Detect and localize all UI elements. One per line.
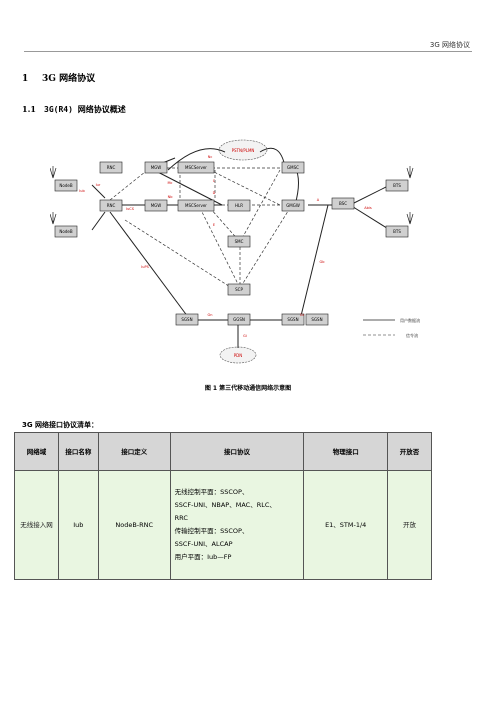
node-bts1: BTS (385, 179, 409, 192)
node-mscserver1: MSCServer (177, 161, 215, 174)
page-header: 3G 网络协议 (429, 41, 470, 49)
label-iur: Iur (96, 183, 101, 187)
node-sgsn3: SGSN (305, 313, 329, 326)
label-iups: IuPS (141, 265, 149, 269)
list-title: 3G 网络接口协议清单： (22, 421, 99, 429)
protocol-table: 网络域 接口名称 接口定义 接口协议 物理接口 开放否 无线接入网 Iub No… (14, 432, 432, 580)
subsection-number: 1.1 (22, 104, 36, 114)
cell-physical: E1、STM-1/4 (303, 470, 389, 580)
label-iub: Iub (79, 189, 85, 193)
svg-text:GMGW: GMGW (286, 203, 300, 208)
svg-text:RNC: RNC (107, 203, 116, 208)
svg-text:HLR: HLR (235, 203, 243, 208)
node-bsc: BSC (331, 197, 355, 210)
node-ggsn: GGSN (227, 313, 251, 326)
label-gn: Gn (208, 313, 213, 317)
protocol-line: SSCF-UNI、NBAP、MAC、RLC、 (174, 501, 276, 509)
subsection-heading: 1.1 3G(R4) 网络协议概述 (22, 104, 126, 115)
node-scp: SCP (227, 283, 251, 296)
svg-text:SGSN: SGSN (287, 317, 298, 322)
svg-text:GMSC: GMSC (287, 165, 299, 170)
protocol-line: 无线控制平面：SSCOP、 (174, 488, 249, 496)
protocol-line: 用户平面：Iub—FP (174, 553, 232, 561)
pstn-cloud: PSTN/PLMN (218, 139, 268, 161)
label-iucs: IuCS (126, 207, 135, 211)
label-c: C (213, 179, 216, 183)
svg-text:BTS: BTS (393, 183, 401, 188)
node-rnc1: RNC (99, 199, 123, 212)
svg-text:MSCServer: MSCServer (185, 165, 207, 170)
table-row: 无线接入网 Iub NodeB-RNC 无线控制平面：SSCOP、 SSCF-U… (14, 470, 432, 580)
label-mc: Mc (168, 181, 173, 185)
pstn-label: PSTN/PLMN (232, 148, 255, 153)
section-title: 3G 网络协议 (42, 74, 96, 84)
column-header: 网络域 (14, 432, 59, 471)
svg-text:SGSN: SGSN (181, 317, 192, 322)
table-header-row: 网络域 接口名称 接口定义 接口协议 物理接口 开放否 (14, 432, 432, 471)
network-diagram: PSTN/PLMN PDN (50, 139, 420, 364)
legend-user: 用户数据流 (400, 317, 420, 323)
node-gmsc: GMSC (281, 161, 305, 174)
node-nodeb1: NodeB (54, 179, 78, 192)
label-nb: Nb (168, 195, 174, 199)
column-header: 接口名称 (57, 432, 99, 471)
pdn-cloud: PDN (219, 346, 257, 364)
node-sgsn2: SGSN (281, 313, 305, 326)
section-number: 1 (22, 74, 29, 84)
svg-text:MGW: MGW (151, 203, 162, 208)
node-smc: SMC (227, 235, 251, 248)
protocol-line: SSCF-UNI、ALCAP (174, 540, 233, 548)
svg-text:SGSN: SGSN (311, 317, 322, 322)
label-nc: Nc (208, 155, 213, 159)
antenna-icons (50, 166, 414, 225)
cell-name: Iub (57, 470, 99, 580)
figure-caption: 图 1 第三代移动通信网络示意图 (204, 385, 292, 392)
column-header: 接口协议 (169, 432, 305, 471)
protocol-line: 传输控制平面：SSCOP、 (174, 527, 249, 535)
node-sgsn: SGSN (175, 313, 199, 326)
cell-protocol: 无线控制平面：SSCOP、 SSCF-UNI、NBAP、MAC、RLC、 RRC… (169, 470, 305, 580)
section-heading: 1 3G 网络协议 (22, 71, 95, 84)
cell-definition: NodeB-RNC (97, 470, 171, 580)
label-gi: Gi (243, 334, 247, 338)
column-header: 开放否 (387, 432, 432, 471)
label-abis: Abis (364, 206, 372, 210)
signaling-links (109, 167, 291, 291)
cell-domain: 无线接入网 (14, 470, 59, 580)
label-d: D (213, 191, 216, 195)
column-header: 物理接口 (303, 432, 389, 471)
node-hlr: HLR (227, 199, 251, 212)
node-gmgw: GMGW (281, 199, 305, 212)
label-gr: Gr (300, 313, 305, 317)
label-e: E (213, 223, 215, 227)
svg-text:SMC: SMC (235, 239, 244, 244)
legend: 用户数据流 信令流 (363, 317, 420, 338)
svg-text:GGSN: GGSN (233, 317, 245, 322)
svg-text:BSC: BSC (339, 201, 347, 206)
svg-text:NodeB: NodeB (59, 229, 72, 234)
protocol-line: RRC (174, 514, 188, 522)
subsection-title: 3G(R4) 网络协议概述 (44, 105, 126, 114)
svg-text:MSCServer: MSCServer (185, 203, 207, 208)
interface-labels: Iub Iur IuCS IuPS Mc Nc Nb C D E A Abis … (79, 155, 372, 338)
cell-open: 开放 (387, 470, 432, 580)
column-header: 接口定义 (97, 432, 171, 471)
svg-text:NodeB: NodeB (59, 183, 72, 188)
svg-text:SCP: SCP (235, 287, 243, 292)
node-mscserver2: MSCServer (177, 199, 215, 212)
svg-text:RNC: RNC (107, 165, 116, 170)
pdn-label: PDN (234, 353, 242, 358)
legend-signaling: 信令流 (406, 332, 418, 338)
node-mgw2: MGW (144, 199, 168, 212)
label-a: A (317, 198, 320, 202)
node-rnc2: RNC (99, 161, 123, 174)
label-gb: Gb (320, 260, 326, 264)
node-nodeb2: NodeB (54, 225, 78, 238)
svg-text:BTS: BTS (393, 229, 401, 234)
header-rule (24, 51, 472, 52)
node-bts2: BTS (385, 225, 409, 238)
svg-text:MGW: MGW (151, 165, 162, 170)
node-mgw1: MGW (144, 161, 168, 174)
node-boxes: RNC NodeB NodeB RNC MGW MSCServer MGW MS… (54, 161, 409, 326)
